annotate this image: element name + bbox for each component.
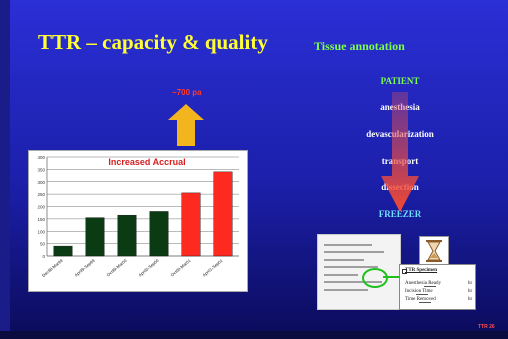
accrual-bar xyxy=(117,214,137,257)
y-tick-label: 400 xyxy=(37,155,45,160)
slide-title: TTR – capacity & quality xyxy=(38,30,268,54)
card-row-incision-time: Incision Time hr xyxy=(405,289,472,295)
document-line xyxy=(324,244,372,246)
left-strip xyxy=(0,0,10,339)
bottom-strip xyxy=(0,331,508,339)
card-heading: TTR Specimen xyxy=(405,268,438,273)
card-row-time-removed: Time Removed hr xyxy=(405,297,472,303)
card-row-label: Time Removed xyxy=(405,297,436,302)
card-entry-line xyxy=(415,294,428,295)
y-tick-label: 50 xyxy=(40,242,46,247)
x-tick-label: Oct00-Mar01 xyxy=(170,258,192,278)
x-tick-label: Oct99-Mar00 xyxy=(106,258,128,278)
document-line xyxy=(324,289,368,291)
y-tick-label: 250 xyxy=(37,192,45,197)
highlight-connector xyxy=(383,276,401,278)
accrual-bar xyxy=(181,192,201,257)
x-tick-label: Apr01-Sep01 xyxy=(202,258,225,278)
y-tick-label: 0 xyxy=(42,254,45,259)
document-line xyxy=(324,251,384,253)
document-line xyxy=(324,259,364,261)
y-tick-label: 200 xyxy=(37,205,45,210)
document-line xyxy=(324,266,378,268)
flow-step-freezer: FREEZER xyxy=(378,209,422,219)
document-line xyxy=(324,281,382,283)
card-entry-line xyxy=(423,286,436,287)
slide-subtitle: Tissue annotation xyxy=(314,39,405,53)
accrual-bar xyxy=(53,245,73,257)
card-row-label: Anesthesia Ready xyxy=(405,281,441,286)
y-tick-label: 300 xyxy=(37,180,45,185)
accrual-bar xyxy=(213,171,233,257)
form-document-image xyxy=(317,234,401,310)
x-tick-label: Apr99-Sep99 xyxy=(74,258,97,278)
chart-title: Increased Accrual xyxy=(108,157,185,167)
document-line xyxy=(324,274,358,276)
checkbox-icon xyxy=(402,269,407,274)
slide-badge: TTR 26 xyxy=(478,324,495,330)
y-tick-label: 350 xyxy=(37,167,45,172)
x-tick-label: Apr00-Sep00 xyxy=(138,258,161,278)
ttr-specimen-card: TTR Specimen Anesthesia Ready hr Incisio… xyxy=(399,264,476,310)
card-row-unit: hr xyxy=(468,289,473,294)
up-arrow-icon xyxy=(168,104,204,146)
accrual-bar xyxy=(149,211,169,257)
card-row-unit: hr xyxy=(468,297,473,302)
highlight-circle xyxy=(362,268,388,288)
card-row-unit: hr xyxy=(468,281,473,286)
hourglass-icon xyxy=(419,236,449,266)
card-entry-line xyxy=(418,302,431,303)
growth-label: ~700 pa xyxy=(172,88,202,97)
x-tick-label: Dec98-Mar99 xyxy=(41,258,64,279)
down-flow-arrow-icon xyxy=(381,92,419,212)
y-tick-label: 150 xyxy=(37,217,45,222)
card-row-anesthesia-ready: Anesthesia Ready hr xyxy=(405,281,472,287)
y-tick-label: 100 xyxy=(37,229,45,234)
flow-step-patient: PATIENT xyxy=(380,76,420,86)
accrual-bar xyxy=(85,217,105,257)
accrual-chart: 0 50 100 150 200 250 300 350 400 Dec98-Mar99 Apr9… xyxy=(28,150,248,292)
card-row-label: Incision Time xyxy=(405,289,433,294)
chart-svg: 0 50 100 150 200 250 300 350 400 Dec98-Mar99 Apr9… xyxy=(37,155,239,279)
